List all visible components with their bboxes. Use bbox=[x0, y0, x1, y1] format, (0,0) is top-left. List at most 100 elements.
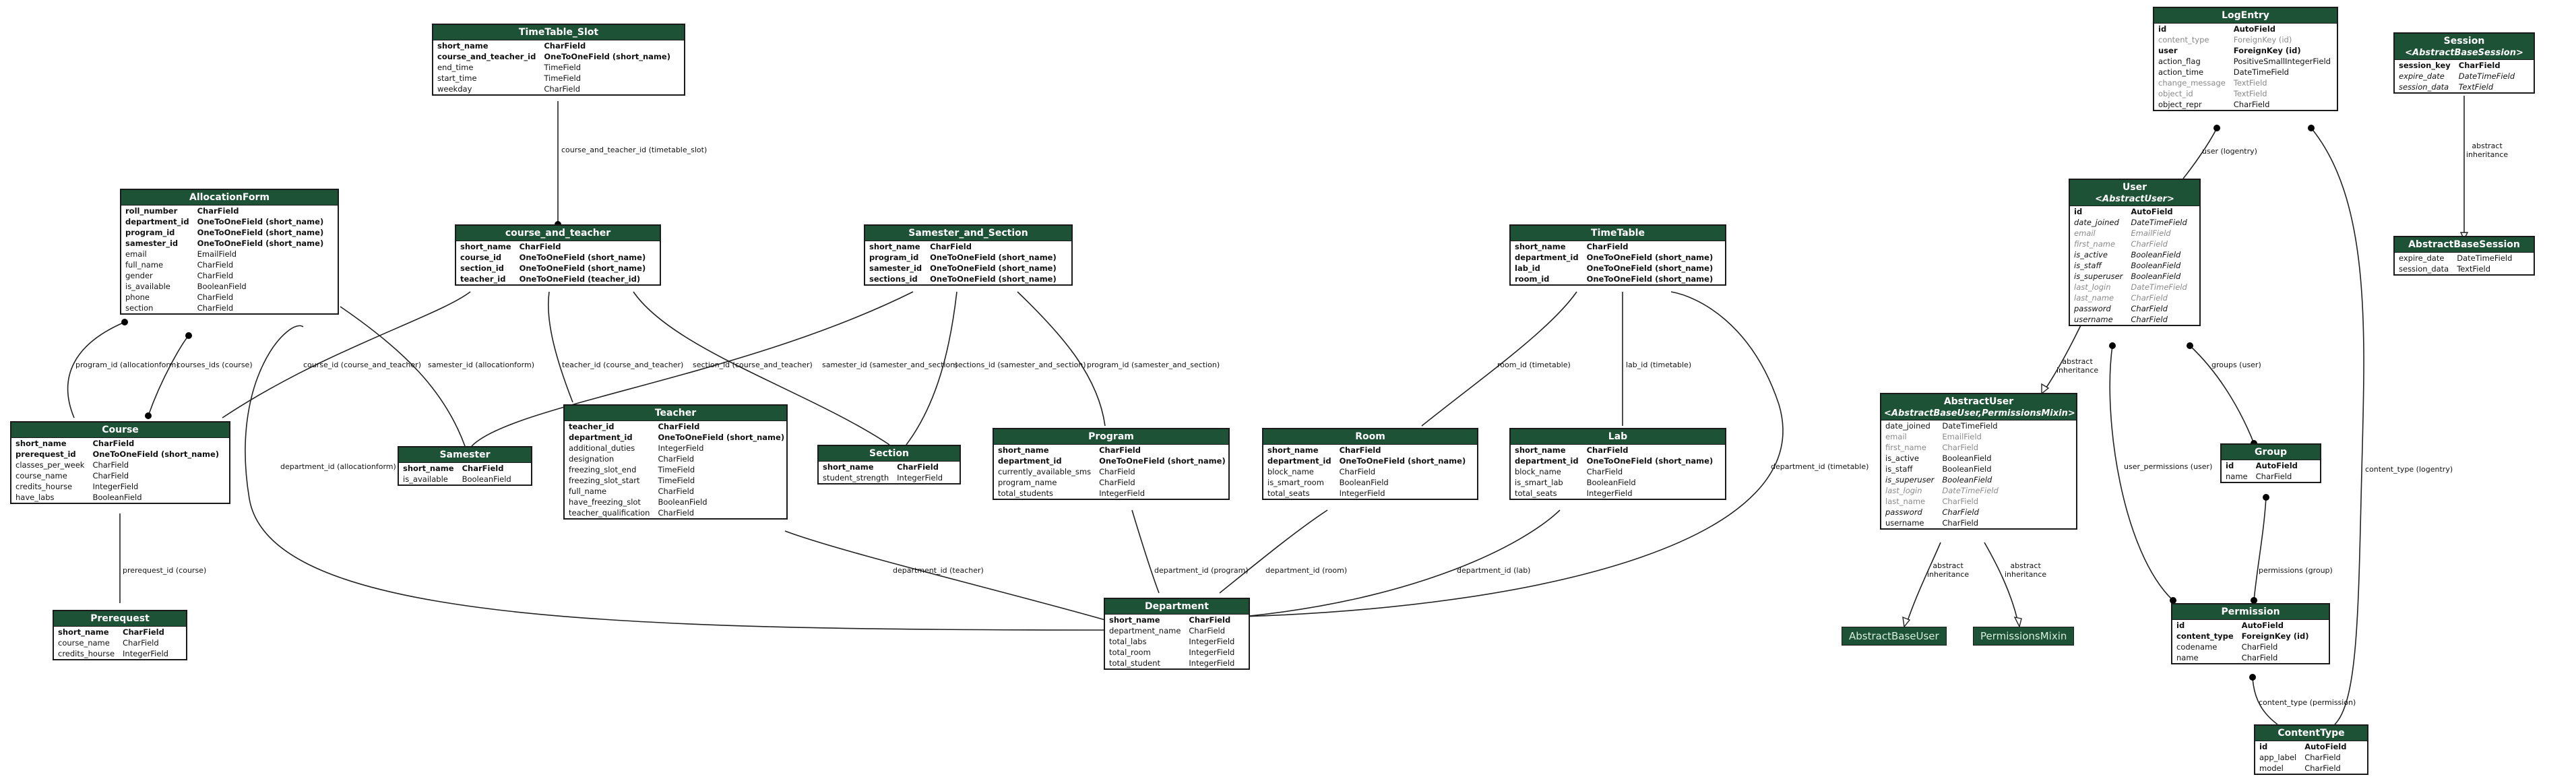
field-name: course_name bbox=[58, 638, 110, 648]
edge-label: department_id (program) bbox=[1154, 566, 1249, 575]
edge-room-to-timetable bbox=[1421, 291, 1577, 427]
model-abstractuser[interactable]: AbstractUser<AbstractBaseUser,Permission… bbox=[1880, 393, 2077, 530]
field-name: short_name bbox=[437, 41, 489, 51]
field-type: CharField bbox=[2255, 472, 2292, 481]
edge-dot bbox=[185, 332, 192, 339]
field-name: id bbox=[2176, 621, 2185, 630]
field-type: OneToOneField (short_name) bbox=[1586, 456, 1714, 466]
field-name: is_staff bbox=[1885, 464, 1913, 474]
field-type: IntegerField bbox=[658, 443, 704, 453]
field-type: IntegerField bbox=[92, 482, 139, 491]
field-name: sections_id bbox=[869, 274, 918, 284]
field-type: CharField bbox=[197, 206, 239, 216]
field-name: short_name bbox=[58, 627, 109, 637]
field-type: TextField bbox=[2457, 264, 2491, 274]
field-row: credits_hourse IntegerField bbox=[11, 481, 229, 492]
model-title: AllocationForm bbox=[121, 190, 338, 206]
field-name: short_name bbox=[460, 242, 511, 251]
field-type: OneToOneField (short_name) bbox=[1339, 456, 1466, 466]
inheritance-arrow bbox=[2013, 617, 2022, 629]
field-name: block_name bbox=[1267, 467, 1314, 476]
field-name: last_name bbox=[1885, 497, 1926, 506]
field-name: total_labs bbox=[1109, 637, 1147, 646]
field-type: BooleanField bbox=[1942, 475, 1992, 485]
field-name: object_repr bbox=[2158, 100, 2202, 109]
field-type: CharField bbox=[2458, 61, 2501, 70]
edge-label: department_id (timetable) bbox=[1771, 462, 1869, 471]
field-row: department_id OneToOneField (short_name) bbox=[1511, 456, 1725, 466]
field-name: content_type bbox=[2176, 631, 2234, 641]
field-name: id bbox=[2074, 207, 2083, 216]
field-type: OneToOneField (short_name) bbox=[197, 228, 324, 237]
field-type: OneToOneField (short_name) bbox=[1099, 456, 1226, 466]
field-name: content_type bbox=[2158, 35, 2209, 44]
field-type: CharField bbox=[1942, 497, 1979, 506]
field-name: total_room bbox=[1109, 648, 1151, 657]
field-name: course_and_teacher_id bbox=[437, 52, 536, 61]
edge-department-to-teacher bbox=[784, 530, 1106, 621]
field-name: credits_hourse bbox=[15, 482, 73, 491]
edge-label: prerequest_id (course) bbox=[123, 566, 207, 575]
field-name: department_id bbox=[1515, 456, 1579, 466]
field-type: IntegerField bbox=[1189, 637, 1235, 646]
field-type: OneToOneField (short_name) bbox=[930, 274, 1057, 284]
field-row: block_name CharField bbox=[1263, 466, 1477, 477]
field-name: password bbox=[2074, 304, 2111, 313]
field-name: short_name bbox=[1515, 445, 1566, 455]
mixin-permissionsmixin[interactable]: PermissionsMixin bbox=[1973, 627, 2075, 646]
field-type: CharField bbox=[92, 471, 129, 480]
field-name: expire_date bbox=[2399, 71, 2445, 81]
mixin-abstractbaseuser[interactable]: AbstractBaseUser bbox=[1842, 627, 1947, 646]
edge-teacher-to-course-and-teacher bbox=[547, 291, 573, 403]
field-type: OneToOneField (teacher_id) bbox=[519, 274, 641, 284]
field-type: CharField bbox=[1339, 467, 1376, 476]
field-name: teacher_id bbox=[569, 422, 615, 431]
field-name: action_time bbox=[2158, 67, 2204, 77]
field-type: TextField bbox=[2233, 78, 2267, 88]
field-type: CharField bbox=[1189, 615, 1231, 625]
field-name: weekday bbox=[437, 84, 472, 94]
field-name: last_login bbox=[1885, 486, 1922, 495]
field-name: date_joined bbox=[1885, 421, 1930, 431]
